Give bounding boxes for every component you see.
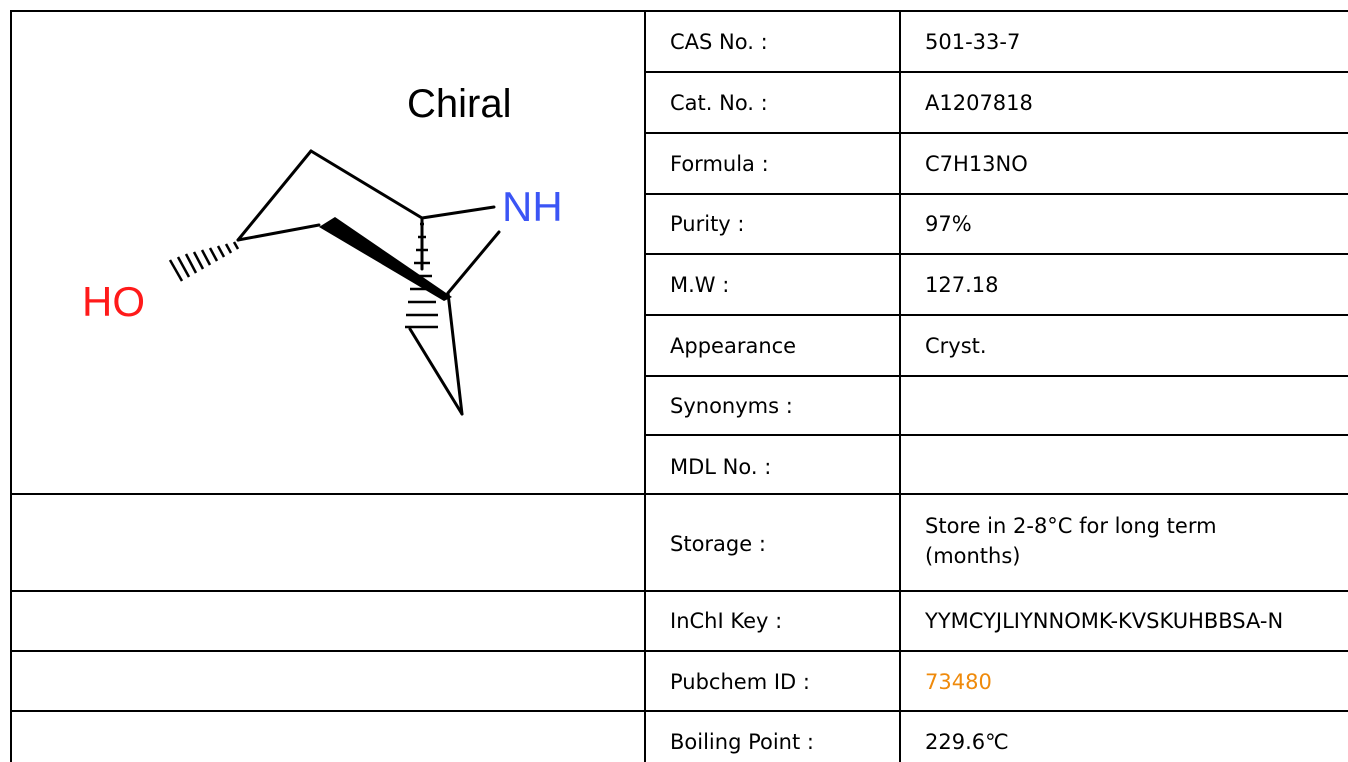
inchi-key-value: YYMCYJLIYNNOMK-KVSKUHBBSA-N (925, 609, 1284, 633)
column-divider-value (899, 10, 901, 762)
formula-value: C7H13NO (925, 152, 1028, 176)
synonyms-label: Synonyms : (670, 394, 793, 418)
mw-label: M.W : (670, 273, 730, 297)
row-divider (10, 650, 1348, 652)
storage-value: Store in 2-8°C for long term (months) (925, 514, 1217, 568)
table-border-left (10, 10, 12, 762)
formula-label: Formula : (670, 152, 769, 176)
boiling-point-label: Boiling Point : (670, 730, 814, 754)
pubchem-label: Pubchem ID : (670, 670, 810, 694)
purity-label: Purity : (670, 212, 745, 236)
chemical-structure-image: Chiral (82, 82, 563, 416)
row-divider (10, 590, 1348, 592)
cat-value: A1207818 (925, 91, 1033, 115)
boiling-point-value: 229.6℃ (925, 730, 1009, 754)
row-divider (646, 434, 1348, 436)
mdl-label: MDL No. : (670, 455, 772, 479)
bond-lines (236, 149, 501, 416)
cas-value: 501-33-7 (925, 30, 1021, 54)
ho-atom-label: HO (82, 278, 145, 325)
table-border-top (10, 10, 1348, 12)
hashed-bridge-bond (405, 222, 438, 329)
appearance-value: Cryst. (925, 334, 987, 358)
appearance-label: Appearance (670, 334, 797, 358)
row-divider (10, 710, 1348, 712)
mw-value: 127.18 (925, 273, 999, 297)
row-divider (646, 314, 1348, 316)
row-divider (646, 253, 1348, 255)
hashed-bonds (168, 241, 240, 282)
column-divider-image (644, 10, 646, 762)
cat-label: Cat. No. : (670, 91, 768, 115)
inchi-key-label: InChI Key : (670, 609, 783, 633)
nh-atom-label: NH (502, 183, 563, 230)
chiral-label: Chiral (407, 82, 511, 126)
row-divider (10, 493, 1348, 495)
row-divider (646, 71, 1348, 73)
row-divider (646, 375, 1348, 377)
wedge-bond (319, 217, 452, 301)
cas-label: CAS No. : (670, 30, 768, 54)
row-divider (646, 193, 1348, 195)
purity-value: 97% (925, 212, 972, 236)
storage-label: Storage : (670, 532, 766, 556)
row-divider (646, 132, 1348, 134)
pubchem-id-link[interactable]: 73480 (925, 670, 992, 694)
